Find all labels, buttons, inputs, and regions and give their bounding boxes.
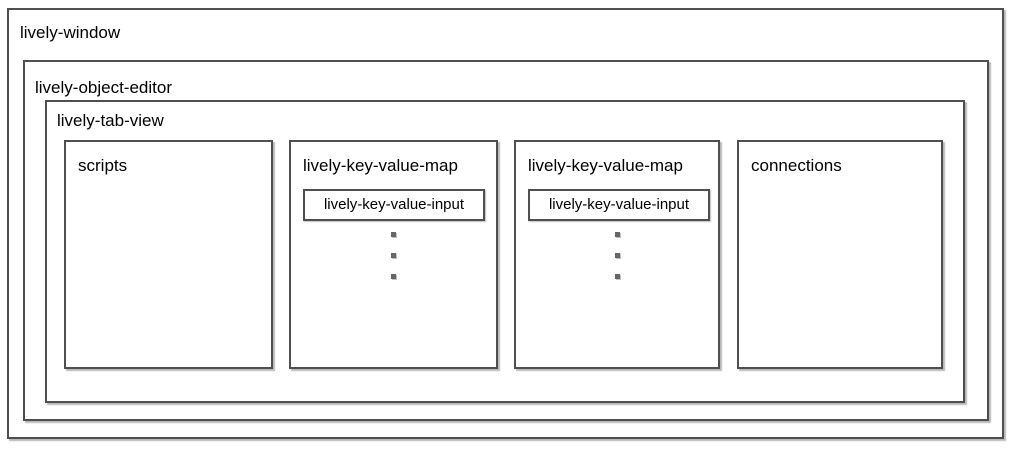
key-value-input-box: lively-key-value-input	[528, 189, 710, 221]
lively-object-editor-box: lively-object-editor lively-tab-view scr…	[23, 60, 989, 421]
key-value-input-label: lively-key-value-input	[548, 196, 690, 213]
ellipsis-dot	[614, 232, 620, 237]
tab-key-value-map-box-2: lively-key-value-map lively-key-value-in…	[514, 140, 720, 369]
tab-connections-box: connections	[737, 140, 943, 369]
lively-tab-view-label: lively-tab-view	[57, 111, 164, 130]
vertical-ellipsis-icon	[291, 232, 496, 279]
tab-connections-label: connections	[751, 156, 842, 175]
lively-tab-view-box: lively-tab-view scripts lively-key-value…	[45, 100, 965, 403]
ellipsis-dot	[614, 274, 620, 279]
key-value-input-label: lively-key-value-input	[323, 196, 465, 213]
ellipsis-dot	[614, 253, 620, 258]
tab-key-value-map-label: lively-key-value-map	[528, 156, 683, 175]
key-value-input-box: lively-key-value-input	[303, 189, 485, 221]
lively-object-editor-label: lively-object-editor	[35, 78, 172, 97]
tab-key-value-map-box-1: lively-key-value-map lively-key-value-in…	[289, 140, 498, 369]
lively-window-box: lively-window lively-object-editor livel…	[7, 8, 1004, 439]
lively-window-label: lively-window	[20, 23, 121, 42]
ellipsis-dot	[391, 274, 396, 279]
tab-key-value-map-label: lively-key-value-map	[303, 156, 458, 175]
ellipsis-dot	[391, 232, 396, 237]
ellipsis-dot	[391, 253, 396, 258]
tab-scripts-box: scripts	[64, 140, 273, 369]
tab-scripts-label: scripts	[78, 156, 128, 175]
vertical-ellipsis-icon	[516, 232, 718, 279]
